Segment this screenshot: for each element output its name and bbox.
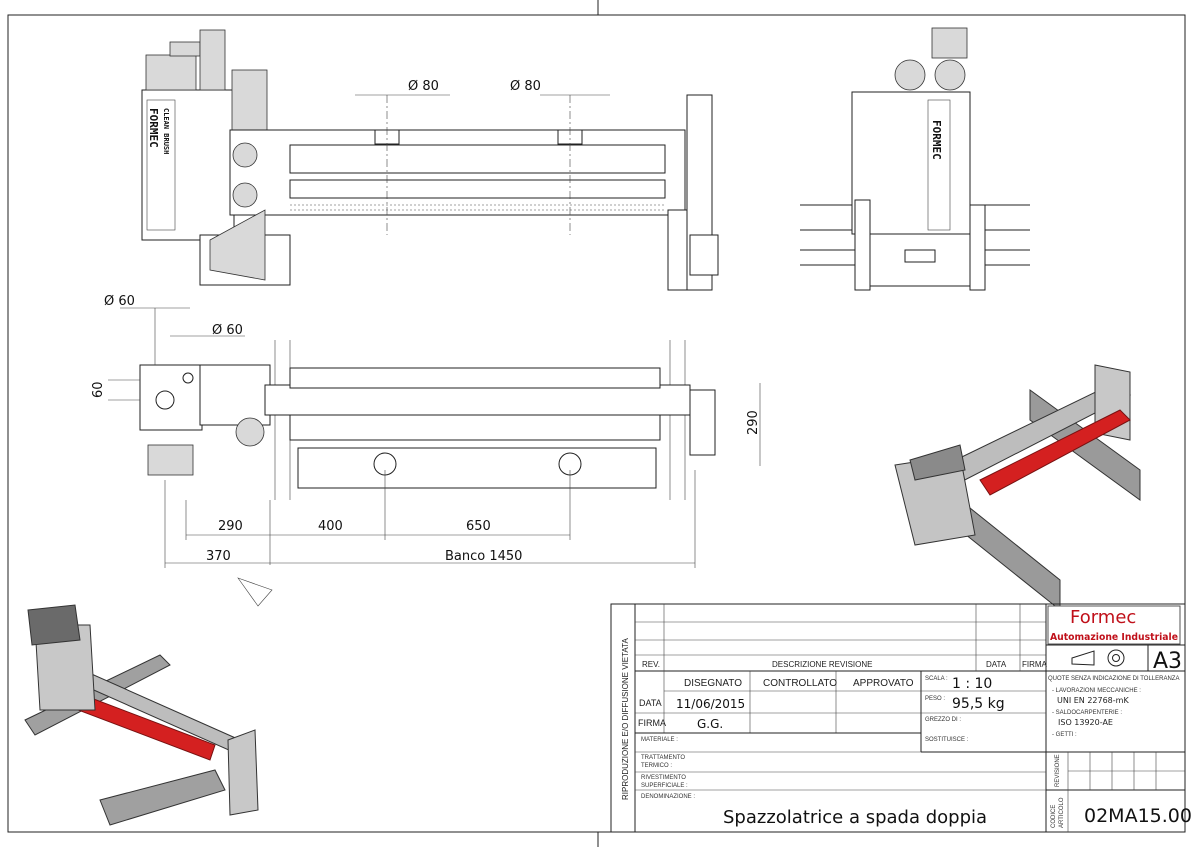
reproduction-notice: RIPRODUZIONE E/O DIFFUSIONE VIETATA xyxy=(621,638,630,800)
firma-row-label: FIRMA xyxy=(638,718,666,728)
dim-60-vertical: 60 xyxy=(91,381,106,398)
data-row-label: DATA xyxy=(639,698,662,708)
dim-banco-1450: Banco 1450 xyxy=(445,549,522,564)
drawing-frame xyxy=(7,14,1186,833)
drawing-date: 11/06/2015 xyxy=(676,697,745,711)
controllato-header: CONTROLLATO xyxy=(763,678,837,689)
tolerance-label-3: - GETTI : xyxy=(1052,732,1077,738)
drawing-signature: G.G. xyxy=(697,717,723,731)
materiale-label: MATERIALE : xyxy=(641,737,678,743)
machine-logo-sub: CLEAN BRUSH xyxy=(162,108,170,154)
plan-view: 290 60 Ø 60 Ø 60 290 400 650 370 Banco 1… xyxy=(91,294,761,607)
rivestimento-label-1: RIVESTIMENTO xyxy=(641,775,686,781)
grezzo-label: GREZZO DI : xyxy=(925,717,961,723)
denominazione-label: DENOMINAZIONE : xyxy=(641,794,695,800)
tolerance-title: QUOTE SENZA INDICAZIONE DI TOLLERANZA xyxy=(1048,676,1179,682)
peso-label: PESO : xyxy=(925,696,945,702)
article-code: 02MA15.00 xyxy=(1084,805,1192,827)
company-name: Formec xyxy=(1070,607,1136,628)
company-subtitle: Automazione Industriale xyxy=(1050,632,1178,643)
dim-290-vertical: 290 xyxy=(746,410,761,435)
dim-370: 370 xyxy=(206,549,231,564)
dim-400: 400 xyxy=(318,519,343,534)
disegnato-header: DISEGNATO xyxy=(684,678,742,689)
side-view: FORMEC xyxy=(800,27,1030,291)
dim-290: 290 xyxy=(218,519,243,534)
side-logo-brand: FORMEC xyxy=(930,120,943,160)
projection-symbol-icon xyxy=(1071,649,1125,667)
trattamento-label-2: TERMICO : xyxy=(641,763,672,769)
dim-dia80-right: Ø 80 xyxy=(510,79,541,94)
tolerance-label-2: - SALDOCARPENTERIE : xyxy=(1052,710,1122,716)
rev-header: REV. xyxy=(642,660,660,669)
title-block: RIPRODUZIONE E/O DIFFUSIONE VIETATA REV.… xyxy=(610,603,1192,833)
isometric-view-left xyxy=(24,604,259,826)
scala-value: 1 : 10 xyxy=(952,676,992,692)
approvato-header: APPROVATO xyxy=(853,678,914,689)
peso-value: 95,5 kg xyxy=(952,696,1005,712)
tolerance-value-2: ISO 13920-AE xyxy=(1058,718,1113,727)
tolerance-value-1: UNI EN 22768-mK xyxy=(1057,696,1129,705)
data-header: DATA xyxy=(986,660,1007,669)
revisione-label: REVISIONE xyxy=(1055,754,1061,787)
codice-label-1: CODICE xyxy=(1051,805,1057,828)
isometric-view-right xyxy=(894,364,1141,612)
rivestimento-label-2: SUPERFICIALE : xyxy=(641,783,688,789)
tolerance-label-1: - LAVORAZIONI MECCANICHE : xyxy=(1052,688,1141,694)
dim-dia60-outer: Ø 60 xyxy=(104,294,135,309)
trattamento-label-1: TRATTAMENTO xyxy=(641,755,685,761)
dim-dia60-inner: Ø 60 xyxy=(212,323,243,338)
drawing-name: Spazzolatrice a spada doppia xyxy=(723,807,987,828)
front-view: FORMEC CLEAN BRUSH Ø 80 Ø 80 xyxy=(141,29,719,291)
dim-650: 650 xyxy=(466,519,491,534)
descr-header: DESCRIZIONE REVISIONE xyxy=(772,660,872,669)
codice-label-2: ARTICOLO xyxy=(1059,797,1065,828)
machine-logo-brand: FORMEC xyxy=(147,108,160,148)
dim-dia80-left: Ø 80 xyxy=(408,79,439,94)
scala-label: SCALA : xyxy=(925,676,948,682)
sheet-format: A3 xyxy=(1153,649,1182,674)
sostituisce-label: SOSTITUISCE : xyxy=(925,737,969,743)
company-logo xyxy=(1047,605,1181,645)
firma-header: FIRMA xyxy=(1022,660,1048,669)
